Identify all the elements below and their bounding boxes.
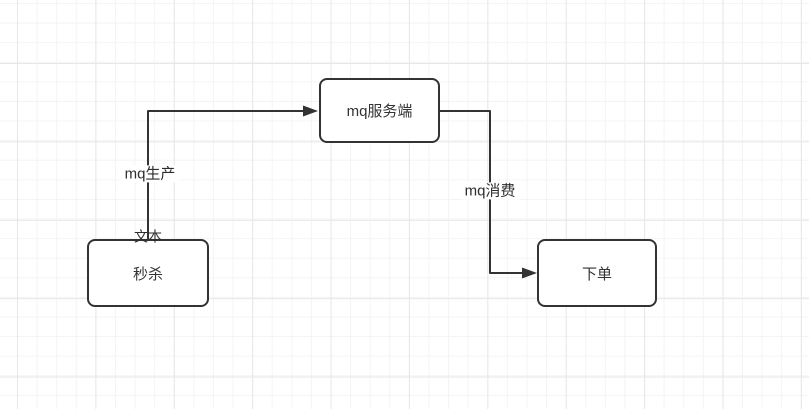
floating-label-text[interactable]: 文本 xyxy=(134,228,162,245)
arrowhead-icon xyxy=(522,267,537,279)
edge-label-mq-consume[interactable]: mq消费 xyxy=(461,182,519,200)
edge-label-mq-produce[interactable]: mq生产 xyxy=(121,165,179,183)
node-place-order-label: 下单 xyxy=(581,265,612,283)
edge-mq-produce-line[interactable] xyxy=(147,110,303,239)
edge-mq-produce[interactable] xyxy=(147,105,318,240)
node-mq-server[interactable]: mq服务端 xyxy=(319,78,440,143)
arrowhead-icon xyxy=(303,105,318,117)
node-place-order[interactable]: 下单 xyxy=(537,239,657,307)
node-seckill-label: 秒杀 xyxy=(132,265,163,283)
node-seckill[interactable]: 秒杀 xyxy=(87,239,209,307)
node-mq-server-label: mq服务端 xyxy=(346,103,413,120)
